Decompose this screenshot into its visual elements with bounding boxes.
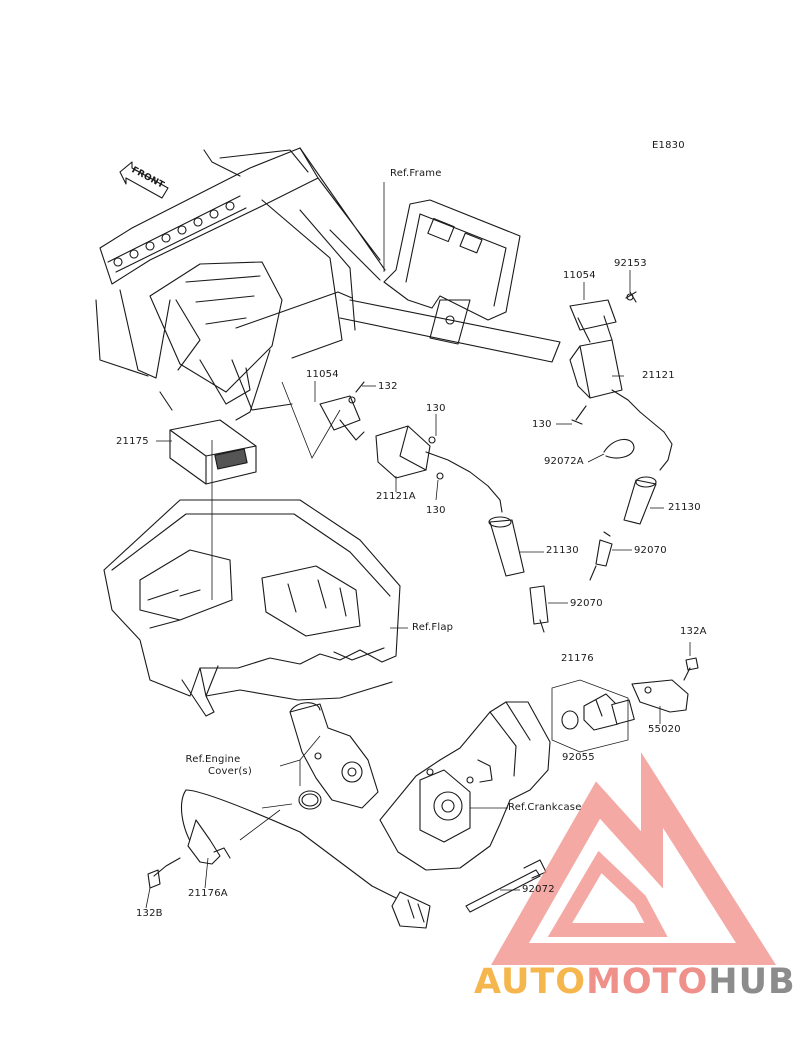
- spark-plug-right: [589, 531, 613, 581]
- spark-plug-left: [529, 585, 549, 633]
- part-label-92072A: 92072A: [544, 456, 584, 467]
- frame-drawing: [95, 147, 561, 421]
- plug-cap-right: [623, 476, 657, 525]
- part-label-21176: 21176: [561, 653, 594, 664]
- sensor-21176A: [180, 789, 431, 929]
- part-label-21130-right: 21130: [668, 502, 701, 513]
- part-label-92070-right: 92070: [634, 545, 667, 556]
- leader-lines: [145, 182, 691, 909]
- bolt-132A: [683, 657, 699, 681]
- ref-cover-label: Cover(s): [208, 766, 252, 777]
- brand-word-auto: AUTO: [474, 962, 587, 1002]
- clamp-92072A: [603, 438, 635, 459]
- crankcase-drawing: [379, 701, 551, 871]
- bolt-92153: [625, 291, 637, 299]
- part-label-92055: 92055: [562, 752, 595, 763]
- part-label-11054-left: 11054: [306, 369, 339, 380]
- ref-flap-label: Ref.Flap: [412, 622, 454, 633]
- cover-55020: [631, 679, 689, 713]
- part-label-92070-left: 92070: [570, 598, 603, 609]
- part-label-11054-right: 11054: [563, 270, 596, 281]
- part-label-130-b: 130: [426, 505, 446, 516]
- part-label-92153: 92153: [614, 258, 647, 269]
- part-label-21121A: 21121A: [376, 491, 416, 502]
- part-label-130-a: 130: [426, 403, 446, 414]
- flap-drawing: [103, 499, 401, 717]
- part-label-21130-left: 21130: [546, 545, 579, 556]
- ref-frame-label: Ref.Frame: [390, 168, 442, 179]
- part-label-55020: 55020: [648, 724, 681, 735]
- part-label-21121: 21121: [642, 370, 675, 381]
- frame-bracket-drawing: [383, 199, 521, 345]
- front-arrow-icon: [119, 161, 169, 199]
- brand-wordmark: AUTOMOTOHUB: [474, 962, 796, 1002]
- bolt-132B: [147, 857, 181, 889]
- part-label-132: 132: [378, 381, 398, 392]
- brand-word-moto: MOTO: [586, 962, 709, 1002]
- cable-tie-92072: [465, 859, 547, 913]
- sensor-21176: [561, 693, 635, 731]
- brand-logo-icon: [491, 752, 777, 965]
- ecu-21175: [169, 419, 257, 485]
- plug-cap-left: [488, 516, 525, 577]
- engine-cover-drawing: [289, 702, 379, 809]
- bolt-130-right: [571, 405, 587, 425]
- part-label-130-right: 130: [532, 419, 552, 430]
- part-label-132B: 132B: [136, 908, 163, 919]
- ref-engine-label: Ref.Engine: [185, 754, 241, 765]
- brand-word-hub: HUB: [708, 962, 796, 1002]
- ignition-coil-left: [319, 381, 503, 513]
- o-ring: [298, 790, 322, 810]
- part-label-92072: 92072: [522, 884, 555, 895]
- part-label-132A: 132A: [680, 626, 707, 637]
- part-label-21175: 21175: [116, 436, 149, 447]
- part-label-21176A: 21176A: [188, 888, 228, 899]
- ref-crankcase-label: Ref.Crankcase: [508, 802, 582, 813]
- diagram-code: E1830: [652, 140, 685, 151]
